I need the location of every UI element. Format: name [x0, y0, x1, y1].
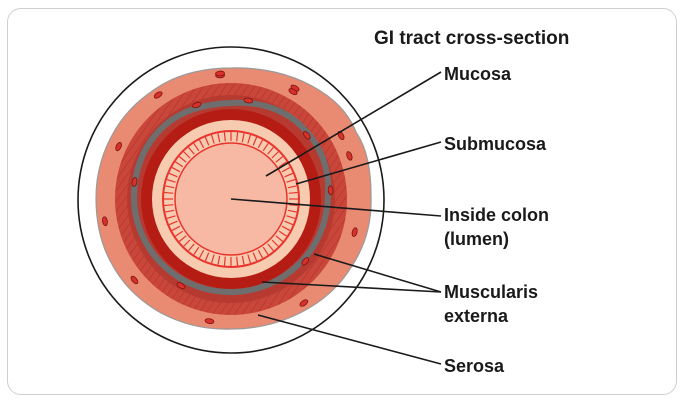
- blood-vessel: [215, 71, 224, 77]
- label-serosa: Serosa: [444, 356, 505, 376]
- label-lumen-line2: (lumen): [444, 229, 509, 249]
- diagram-title: GI tract cross-section: [374, 28, 569, 49]
- label-mucosa: Mucosa: [444, 64, 512, 84]
- label-lumen-line1: Inside colon: [444, 205, 549, 225]
- label-submucosa: Submucosa: [444, 134, 547, 154]
- label-muscularis-line2: externa: [444, 306, 509, 326]
- label-muscularis-line1: Muscularis: [444, 282, 538, 302]
- blood-vessel: [328, 186, 334, 195]
